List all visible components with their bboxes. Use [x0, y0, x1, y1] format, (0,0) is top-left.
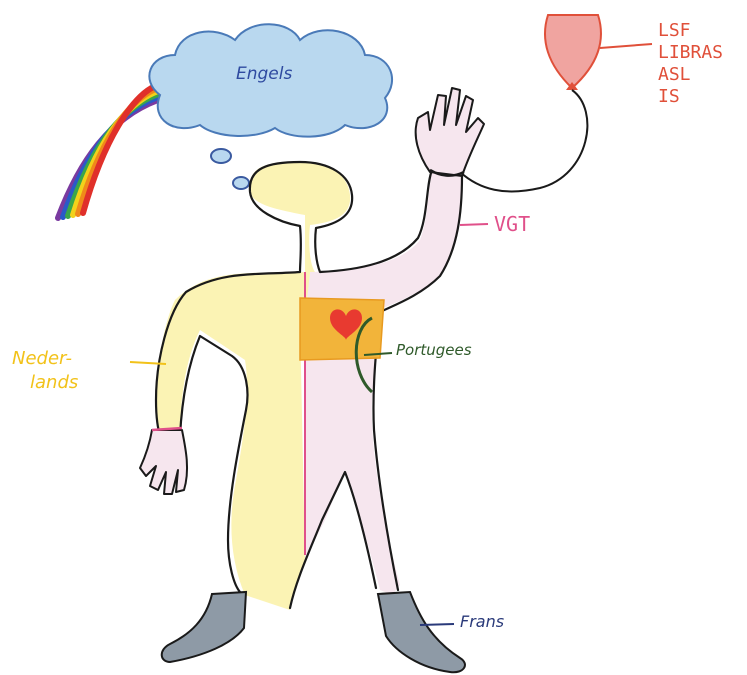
balloon: [545, 15, 601, 88]
balloon-label-3: ASL: [658, 66, 691, 84]
nederlands-label-1: Neder-: [12, 350, 72, 368]
left-sock: [162, 592, 246, 662]
thought-bubble-1: [211, 149, 231, 163]
portugees-label: Portugees: [396, 343, 472, 358]
cloud-label: Engels: [236, 66, 292, 83]
frans-pointer-line: [420, 624, 454, 625]
frans-label: Frans: [460, 614, 504, 630]
balloon-pointer-line: [600, 44, 652, 48]
rainbow: [58, 85, 158, 218]
balloon-label-2: LIBRAS: [658, 44, 723, 62]
balloon-label-4: IS: [658, 88, 680, 106]
vgt-pointer-line: [460, 224, 488, 225]
balloon-label-1: LSF: [658, 22, 691, 40]
right-sock: [378, 592, 465, 672]
nederlands-label-2: lands: [30, 374, 78, 392]
lower-hand: [140, 430, 187, 494]
thought-bubble-2: [233, 177, 249, 189]
raised-hand: [416, 88, 484, 176]
body-right-half: [305, 172, 462, 595]
vgt-label: VGT: [494, 214, 530, 234]
